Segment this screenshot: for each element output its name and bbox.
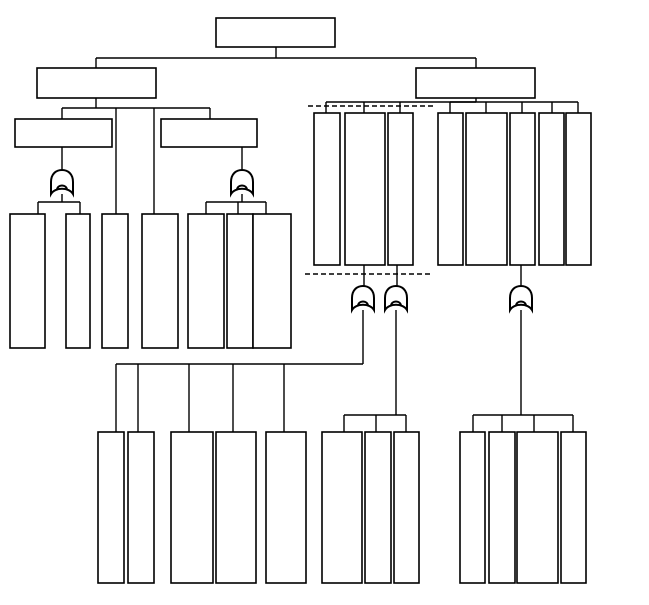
leaf-event-left-6 <box>226 213 254 349</box>
leaf-event-right-8 <box>565 112 592 266</box>
leaf-event-right-2 <box>344 112 386 266</box>
leaf-event-bottom-10 <box>488 431 516 584</box>
or-gate-icon <box>50 168 74 198</box>
right-leaf-events <box>313 112 592 266</box>
leaf-event-bottom-2 <box>127 431 155 584</box>
leaf-event-bottom-8 <box>393 431 420 584</box>
leaf-event-left-2 <box>65 213 91 349</box>
left-leaf-events <box>9 213 292 349</box>
or-gate-icon <box>509 284 533 314</box>
leaf-event-left-5 <box>187 213 225 349</box>
leaf-event-right-5 <box>465 112 508 266</box>
leaf-event-bottom-1 <box>97 431 125 584</box>
leaf-event-right-7 <box>538 112 565 266</box>
or-gate-icon <box>351 284 375 314</box>
top-event-box <box>215 17 336 48</box>
intermediate-event-left-b <box>160 118 258 148</box>
leaf-event-bottom-12 <box>560 431 587 584</box>
connectors <box>37 47 579 432</box>
leaf-event-right-3 <box>387 112 414 266</box>
leaf-event-right-4 <box>437 112 464 266</box>
leaf-event-bottom-7 <box>364 431 392 584</box>
bottom-leaf-events <box>97 431 587 584</box>
leaf-event-left-7 <box>252 213 292 349</box>
intermediate-event-right <box>415 67 536 99</box>
leaf-event-right-6 <box>509 112 536 266</box>
or-gate-icon <box>230 168 254 198</box>
leaf-event-bottom-11 <box>516 431 559 584</box>
leaf-event-bottom-5 <box>265 431 307 584</box>
event-boxes <box>14 17 536 148</box>
leaf-event-left-3 <box>101 213 129 349</box>
leaf-event-right-1 <box>313 112 341 266</box>
logic-gates <box>50 168 533 314</box>
leaf-event-left-4 <box>141 213 179 349</box>
leaf-event-bottom-4 <box>215 431 257 584</box>
leaf-event-left-1 <box>9 213 46 349</box>
leaf-event-bottom-3 <box>170 431 214 584</box>
intermediate-event-left <box>36 67 157 99</box>
or-gate-icon <box>384 284 408 314</box>
leaf-event-bottom-9 <box>459 431 486 584</box>
intermediate-event-left-a <box>14 118 113 148</box>
leaf-event-bottom-6 <box>321 431 363 584</box>
